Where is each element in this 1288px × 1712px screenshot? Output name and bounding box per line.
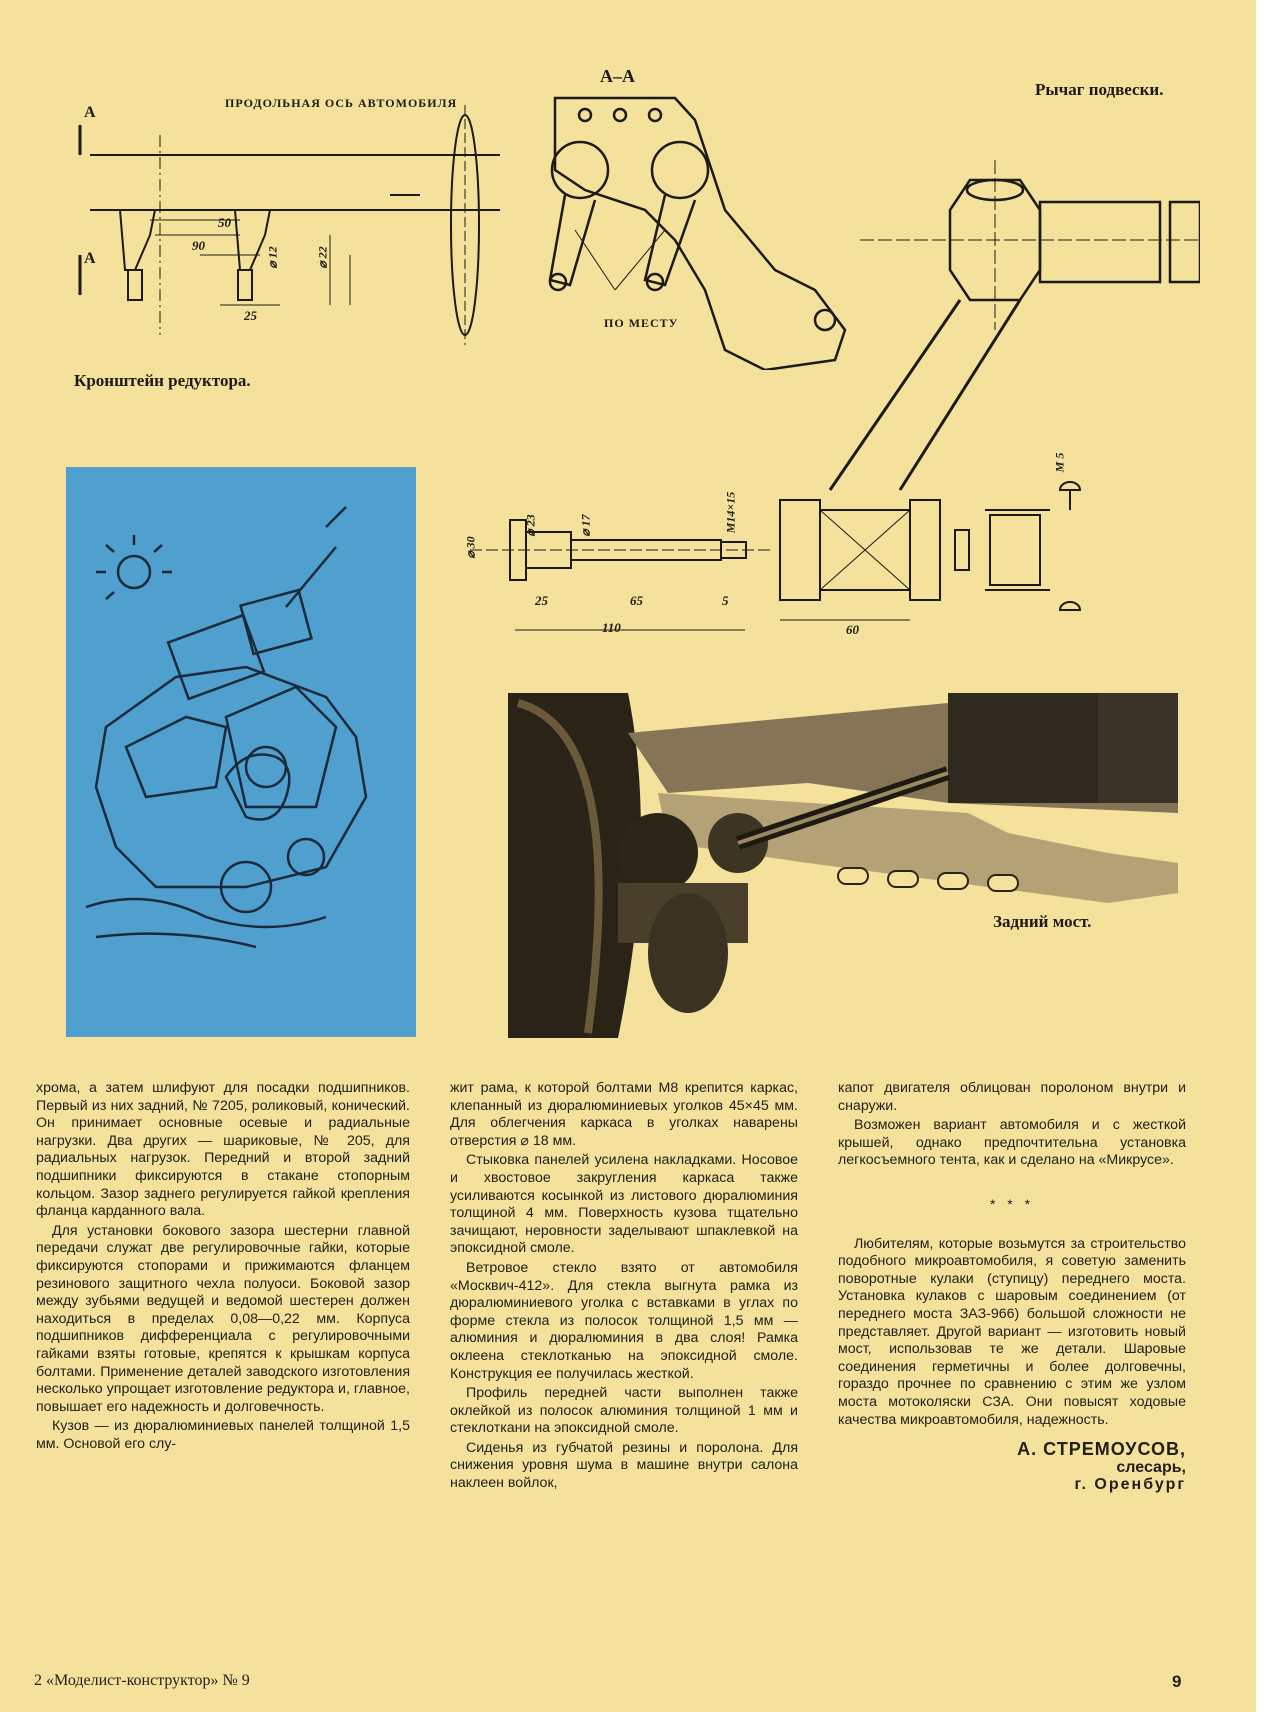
cartoon-illustration	[66, 467, 416, 1037]
author-city: г. Оренбург	[1074, 1476, 1186, 1494]
paragraph: Для установки бокового зазора шестерни г…	[36, 1222, 410, 1415]
paragraph: жит рама, к которой болтами М8 крепится …	[450, 1080, 798, 1149]
shaft-dim-25: 25	[535, 593, 548, 608]
text-column-3: капот двигателя облицован поролоном внут…	[838, 1080, 1186, 1494]
paragraph: хрома, а затем шлифуют для посадки подши…	[36, 1080, 410, 1220]
dim-90: 90	[192, 238, 205, 253]
section-mark-top: А	[84, 104, 96, 121]
paragraph: капот двигателя облицован поролоном внут…	[838, 1080, 1186, 1114]
paragraph: Кузов — из дюралюминиевых панелей толщин…	[36, 1418, 410, 1452]
thread-m14: М14×15	[723, 491, 738, 534]
paragraph: Ветровое стекло взято от автомобиля «Мос…	[450, 1259, 798, 1382]
dim-25: 25	[244, 308, 257, 323]
page-number: 9	[1172, 1672, 1182, 1691]
rear-axle-photo	[508, 693, 1178, 1038]
lever-drawing	[800, 160, 1200, 530]
section-aa-label: А–А	[600, 66, 635, 86]
bolt-m5: М 5	[1052, 452, 1067, 473]
author-profession: слесарь,	[1116, 1458, 1186, 1476]
paragraph: Профиль передней части выполнен также ок…	[450, 1385, 798, 1437]
shaft-dim-110: 110	[602, 620, 621, 635]
text-column-1: хрома, а затем шлифуют для посадки подши…	[36, 1080, 410, 1455]
rear-axle-caption: Задний мост.	[993, 912, 1092, 931]
journal-footer: 2 «Моделист-конструктор» № 9	[34, 1672, 250, 1689]
shaft-hub-drawing	[470, 470, 1090, 650]
shaft-d23: ⌀ 23	[523, 514, 538, 537]
paragraph: Любителям, которые возьмутся за строител…	[838, 1235, 1186, 1428]
author-name: А. СТРЕМОУСОВ,	[1017, 1439, 1186, 1460]
section-divider: * * *	[989, 1195, 1035, 1212]
lever-caption: Рычаг подвески.	[1035, 80, 1164, 99]
shaft-d17: ⌀ 17	[578, 514, 593, 537]
hub-dim-60: 60	[846, 622, 859, 637]
paragraph: Сиденья из губчатой резины и поролона. Д…	[450, 1439, 798, 1492]
bracket-drawing	[60, 95, 500, 365]
shaft-dim-65: 65	[630, 593, 643, 608]
author-signature: А. СТРЕМОУСОВ, слесарь, г. Оренбург	[838, 1439, 1186, 1494]
shaft-d30: ⌀ 30	[463, 536, 478, 559]
dim-d12: ⌀ 12	[265, 246, 280, 269]
section-aa-drawing	[525, 90, 885, 370]
section-mark-bottom: А	[84, 250, 96, 267]
dim-50: 50	[218, 215, 231, 230]
paragraph: Стыковка панелей усилена накладками. Нос…	[450, 1152, 798, 1257]
paragraph: Возможен вариант автомобиля и с жесткой …	[838, 1117, 1186, 1169]
page-margin	[1256, 0, 1288, 1712]
shaft-dim-5: 5	[722, 593, 729, 608]
long-axis-label: ПРОДОЛЬНАЯ ОСЬ АВТОМОБИЛЯ	[225, 96, 458, 110]
bracket-caption: Кронштейн редуктора.	[74, 371, 251, 390]
dim-d22: ⌀ 22	[315, 246, 330, 269]
text-column-2: жит рама, к которой болтами М8 крепится …	[450, 1080, 798, 1495]
in-place-label: ПО МЕСТУ	[604, 316, 679, 330]
